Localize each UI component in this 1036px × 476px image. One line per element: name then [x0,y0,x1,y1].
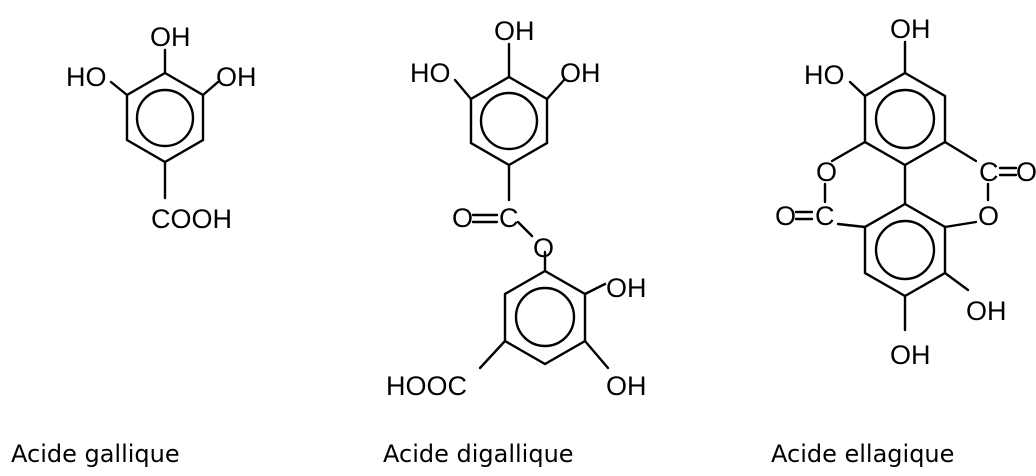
digallic-bond-ho-left [453,78,473,101]
ellagic-label-ho-left: HO [804,60,845,90]
gallic-aromatic-circle [135,88,195,148]
ellagic-bond-ring-to-c-right [943,140,978,163]
digallic-label-oh-mid: OH [606,273,647,303]
digallic-lower-aromatic-circle [514,286,576,348]
digallic-label-acid: HOOC [386,371,467,401]
ellagic-bond-c-left-to-ring [836,222,867,229]
ellagic-label-o-double-left: O [775,201,796,231]
ellagic-label-o-right: O [978,201,999,231]
digallic-label-oh-top: OH [494,16,535,46]
digallic-bond-oh-low [583,339,610,370]
gallic-label-acid: COOH [151,204,232,234]
ellagic-label-o-right-double: O [1016,157,1036,187]
digallic-label-oh-low: OH [606,371,647,401]
ellagic-bond-o-right-to-ring [943,220,978,229]
digallic-label-carbonyl-o: O [452,203,473,233]
gallic-bond-oh-right [201,80,220,97]
ellagic-lower-aromatic-circle [874,219,936,281]
digallic-acid-structure: OH HO OH O C O OH OH HOOC [386,16,647,401]
ellagic-label-oh-bottom: OH [890,340,931,370]
ellagic-label-oh-right: OH [966,296,1007,326]
digallic-upper-aromatic-circle [479,91,539,151]
gallic-ring [125,71,205,164]
ellagic-upper-aromatic-circle [874,88,936,150]
gallic-bond-oh-left [109,80,129,97]
gallic-label-ho-left: HO [66,62,107,92]
digallic-label-ho-left: HO [410,58,451,88]
ellagic-label-oh-top: OH [890,14,931,44]
ellagic-label-o-left: O [816,157,837,187]
ellagic-acid-structure: OH HO O C O O C O OH OH [775,14,1036,370]
ellagic-bond-oh-right [943,271,970,292]
digallic-bond-c-to-o [516,220,534,238]
digallic-bond-oh-mid [583,282,607,296]
ellagic-bond-ho-left [848,80,867,98]
digallic-bond-oh-right [545,78,566,101]
digallic-label-ester-o: O [533,233,554,263]
digallic-label-carbonyl-c: C [499,203,519,233]
ellagic-label-c-right: C [979,157,999,187]
ellagic-label-c-left: C [815,201,835,231]
caption-digallic-acid: Acide digallique [383,440,574,468]
gallic-label-oh-top: OH [150,22,191,52]
caption-gallic-acid: Acide gallique [11,440,180,468]
gallic-label-oh-right: OH [216,62,257,92]
ellagic-bond-ring-to-o-left [830,140,867,163]
gallic-acid-structure: OH HO OH COOH [66,22,257,234]
digallic-upper-ring [469,75,549,167]
digallic-label-oh-right: OH [560,58,601,88]
caption-ellagic-acid: Acide ellagique [771,440,954,468]
digallic-bond-acid [478,339,507,370]
